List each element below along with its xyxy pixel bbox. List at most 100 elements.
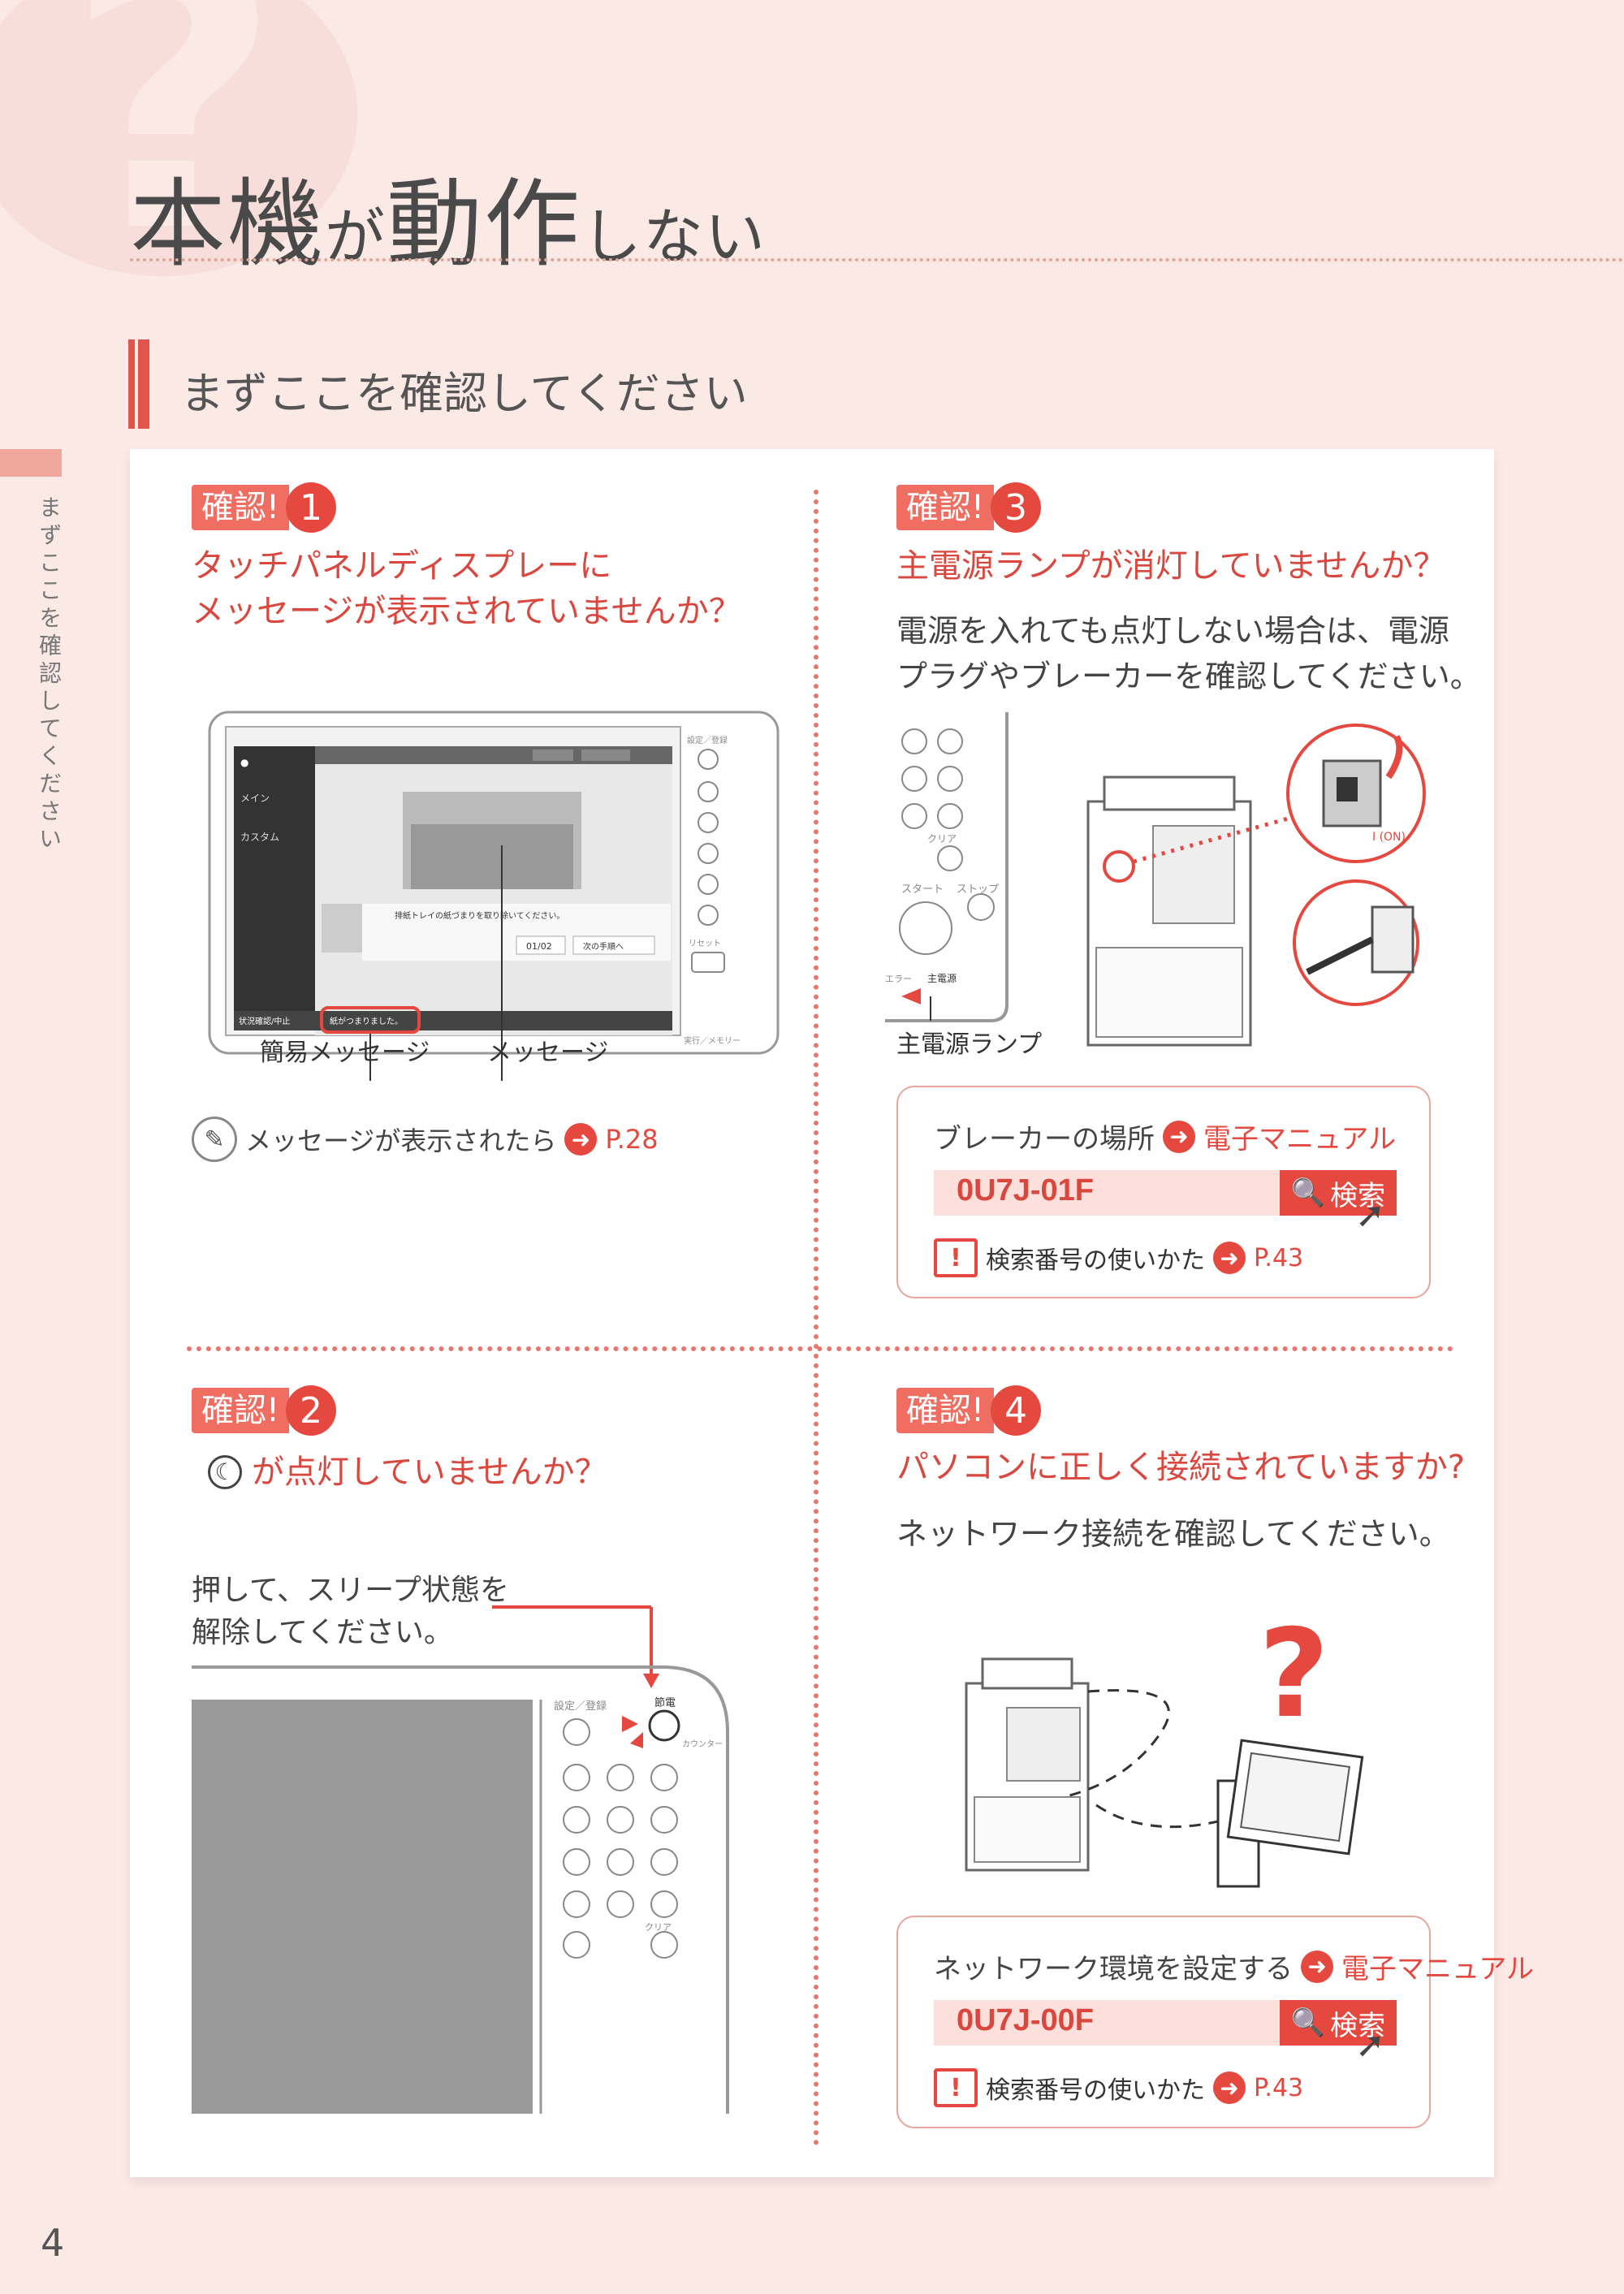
cursor-icon: ➚ <box>1355 2024 1385 2066</box>
check3-search-box: ブレーカーの場所 ➜ 電子マニュアル 0U7J-01F 🔍 検索 ➚ ! 検索番… <box>896 1086 1431 1298</box>
check3-badge: 確認! 3 <box>896 482 1042 534</box>
svg-text:実行／メモリー: 実行／メモリー <box>684 1035 741 1046</box>
label-clear-2: クリア <box>645 1922 672 1933</box>
svg-text:●: ● <box>240 757 248 768</box>
label-simple-message: 簡易メッセージ <box>260 1039 430 1067</box>
label-settings: 設定／登録 <box>554 1700 607 1713</box>
screen-status: 状況確認/中止 <box>239 1016 290 1026</box>
search-icon: 🔍 <box>1290 2007 1326 2039</box>
title-part: が <box>325 202 387 272</box>
label-start: スタート <box>901 883 944 896</box>
check1-badge: 確認! 1 <box>192 482 337 534</box>
menu-custom-label: カスタム <box>240 832 279 843</box>
cursor-icon: ➚ <box>1355 1195 1385 1236</box>
content-panel: 確認! 1 タッチパネルディスプレーに メッセージが表示されていませんか？ ● … <box>130 449 1534 2177</box>
power-save-icon: ☾ <box>208 1455 242 1489</box>
label-stop: ストップ <box>957 883 999 896</box>
check4-search-box: ネットワーク環境を設定する ➜ 電子マニュアル 0U7J-00F 🔍 検索 ➚ … <box>896 1916 1534 2128</box>
horizontal-divider <box>187 1346 1453 1351</box>
manual-book-icon: ! <box>934 2068 978 2107</box>
how-to-text: 検索番号の使いかた <box>986 2076 1205 2105</box>
svg-text:設定／登録: 設定／登録 <box>687 735 728 745</box>
search-button[interactable]: 🔍 検索 <box>1280 1170 1397 1216</box>
section-marker <box>128 339 149 429</box>
search-target[interactable]: 電子マニュアル <box>1203 1123 1396 1156</box>
search-button-label: 検索 <box>1330 2009 1386 2042</box>
how-to-page: P.43 <box>1254 1243 1304 1272</box>
check-tag: 確認! <box>192 1388 290 1433</box>
link-text: メッセージが表示されたら <box>245 1125 557 1156</box>
check1-link[interactable]: ✎ メッセージが表示されたら ➜ P.28 <box>192 1117 659 1162</box>
check-number: 4 <box>991 1385 1042 1436</box>
vertical-divider <box>814 490 818 2146</box>
search-label: ブレーカーの場所 <box>934 1123 1155 1156</box>
screen-next: 次の手順へ <box>583 941 624 952</box>
instruction-line: 解除してください。 <box>192 1616 453 1649</box>
check-tag: 確認! <box>896 485 995 530</box>
how-to-page: P.43 <box>1254 2073 1304 2102</box>
arrow-right-icon: ➜ <box>1213 1242 1246 1274</box>
heading-text: が点灯していませんか？ <box>252 1454 607 1491</box>
check-number: 2 <box>286 1385 337 1436</box>
label-clear: クリア <box>927 833 957 845</box>
page-number: 4 <box>41 2221 65 2265</box>
decor-circle <box>0 0 357 276</box>
arrow-right-icon: ➜ <box>1301 1950 1333 1983</box>
check-number: 1 <box>286 482 337 533</box>
title-part: 本機 <box>130 168 326 280</box>
search-label-row: ブレーカーの場所 ➜ 電子マニュアル <box>934 1117 1396 1156</box>
check3-heading: 主電源ランプが消灯していませんか？ <box>896 547 1446 585</box>
screen-message: 排紙トレイの紙づまりを取り除いてください。 <box>395 910 564 921</box>
check4-body: ネットワーク接続を確認してください。 <box>896 1516 1450 1552</box>
how-to-text: 検索番号の使いかた <box>986 1246 1205 1275</box>
decor-question-mark: ? <box>65 0 282 314</box>
check2-instruction: 押して、スリープ状態を 解除してください。 <box>192 1570 509 1654</box>
search-label-row: ネットワーク環境を設定する ➜ 電子マニュアル <box>934 1946 1534 1986</box>
screen-simple-msg: 紙がつまりました。 <box>330 1016 403 1026</box>
link-page: P.28 <box>605 1124 659 1155</box>
arrow-right-icon: ➜ <box>564 1123 598 1156</box>
check3-body: 電源を入れても点灯しない場合は、電源 プラグやブレーカーを確認してください。 <box>896 608 1481 699</box>
touch-panel-illustration: ● メイン カスタム 排紙トレイの紙づまりを取り除いてください。 01/02 次… <box>208 711 780 1081</box>
svg-text:リセット: リセット <box>689 939 721 948</box>
check1-heading: タッチパネルディスプレーに メッセージが表示されていませんか？ <box>192 543 741 634</box>
screen-counter: 01/02 <box>526 941 552 952</box>
label-power-save: 節電 <box>654 1697 676 1709</box>
title-part: しない <box>581 202 767 272</box>
arrow-right-icon: ➜ <box>1213 2072 1246 2104</box>
check4-badge: 確認! 4 <box>896 1385 1042 1436</box>
search-button-label: 検索 <box>1330 1179 1386 1212</box>
side-tab <box>0 449 62 477</box>
menu-main-label: メイン <box>240 793 270 804</box>
search-field[interactable]: 0U7J-00F 🔍 検索 <box>934 2000 1397 2046</box>
search-code: 0U7J-00F <box>957 2003 1094 2037</box>
check-tag: 確認! <box>896 1388 995 1433</box>
check4-heading: パソコンに正しく接続されていますか? <box>896 1449 1466 1486</box>
arrow-right-icon: ➜ <box>1163 1120 1195 1153</box>
search-target[interactable]: 電子マニュアル <box>1341 1953 1534 1985</box>
how-to-row[interactable]: ! 検索番号の使いかた ➜ P.43 <box>934 1238 1303 1277</box>
body-line: 電源を入れても点灯しない場合は、電源 <box>896 613 1449 649</box>
label-main-power: 主電源 <box>927 973 957 984</box>
search-code: 0U7J-01F <box>957 1173 1094 1207</box>
label-message: メッセージ <box>487 1039 609 1067</box>
search-icon: 🔍 <box>1290 1177 1326 1209</box>
how-to-row[interactable]: ! 検索番号の使いかた ➜ P.43 <box>934 2068 1303 2107</box>
section-title: まずここを確認してください <box>180 368 748 419</box>
manual-book-icon: ! <box>934 1238 978 1277</box>
search-field[interactable]: 0U7J-01F 🔍 検索 <box>934 1170 1397 1216</box>
question-mark: ? <box>1259 1604 1329 1745</box>
main-power-lamp-label: 主電源ランプ <box>896 1030 1043 1059</box>
label-on: I (ON) <box>1372 831 1406 844</box>
check-tag: 確認! <box>192 485 290 530</box>
pencil-icon: ✎ <box>192 1117 237 1162</box>
title-divider <box>130 258 1624 261</box>
search-label: ネットワーク環境を設定する <box>934 1953 1293 1985</box>
instruction-line: 押して、スリープ状態を <box>192 1574 509 1607</box>
search-button[interactable]: 🔍 検索 <box>1280 2000 1397 2046</box>
sleep-button-illustration: 設定／登録 節電 カウンター クリア <box>192 1605 729 2114</box>
body-line: プラグやブレーカーを確認してください。 <box>896 659 1481 694</box>
main-power-illustration: クリア スタート ストップ エラー 主電源 I (ON) <box>885 712 1426 1047</box>
heading-line: タッチパネルディスプレーに <box>192 547 612 585</box>
check-number: 3 <box>991 482 1042 533</box>
